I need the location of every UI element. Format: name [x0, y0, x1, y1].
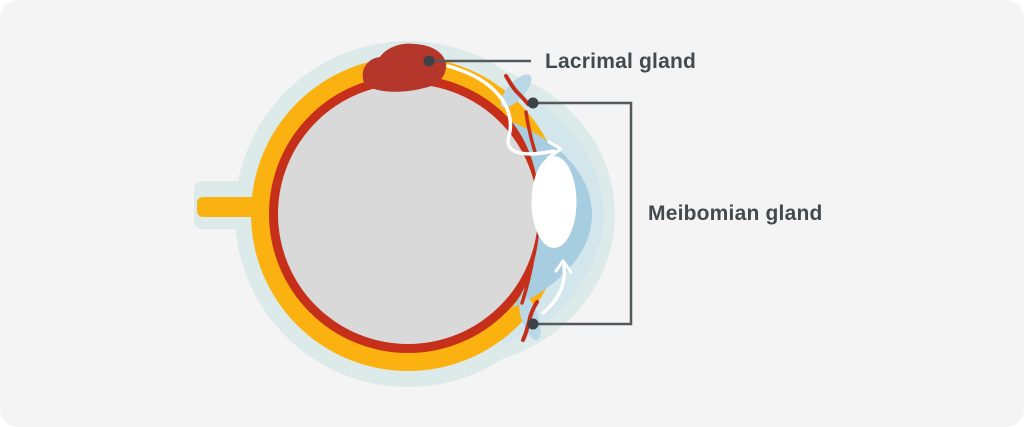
meibomian-gland-label: Meibomian gland	[648, 202, 823, 225]
leader-dot-icon-meibomian-lower	[527, 318, 539, 330]
choroid-sliver-lower	[520, 262, 534, 305]
tear-flow-arrow-upper	[446, 64, 556, 156]
choroid-sliver-upper	[524, 110, 537, 154]
arrowhead-icon-lower	[554, 259, 573, 274]
optic-nerve	[197, 197, 272, 217]
meibomian-gland-upper	[504, 74, 530, 106]
tear-flow-arrow-lower	[541, 264, 566, 315]
lacrimal-gland-label: Lacrimal gland	[545, 50, 696, 73]
tear-flow-arrows	[446, 64, 573, 315]
meibomian-annotation: Meibomian gland	[527, 97, 823, 330]
lacrimal-annotation: Lacrimal gland	[423, 50, 696, 73]
arrowhead-icon-upper	[546, 140, 563, 160]
lens	[531, 156, 577, 248]
lacrimal-gland	[362, 43, 446, 92]
meibomian-bracket-line	[533, 101, 633, 326]
vitreous-body	[278, 84, 538, 344]
leader-dot-icon-lacrimal	[423, 55, 435, 67]
leader-dot-icon-meibomian-upper	[527, 97, 539, 109]
